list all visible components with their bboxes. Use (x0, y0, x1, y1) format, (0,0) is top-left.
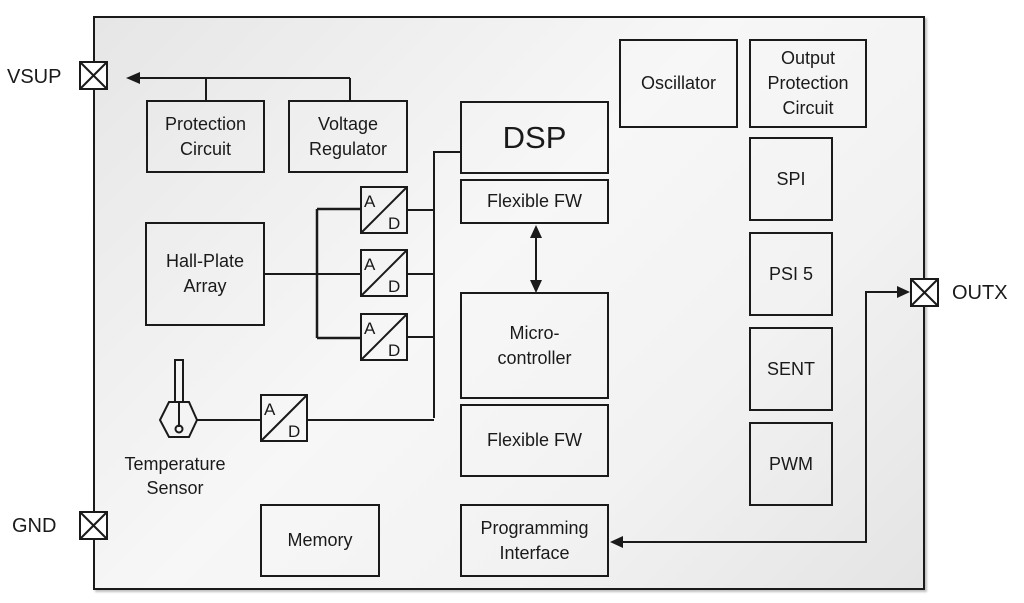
gnd-pin-label: GND (12, 515, 57, 537)
microcontroller-block: Micro- controller (460, 292, 609, 399)
output-protection-circuit-block: Output Protection Circuit (749, 39, 867, 128)
flexible-fw-bottom-block: Flexible FW (460, 404, 609, 477)
dsp-block: DSP (460, 101, 609, 174)
protection-circuit-block: Protection Circuit (146, 100, 265, 173)
vsup-pin-label: VSUP (7, 66, 62, 88)
oscillator-block: Oscillator (619, 39, 738, 128)
outx-pin-label: OUTX (952, 282, 1008, 304)
psi5-block: PSI 5 (749, 232, 833, 316)
spi-block: SPI (749, 137, 833, 221)
hall-plate-array-block: Hall-Plate Array (145, 222, 265, 326)
pwm-block: PWM (749, 422, 833, 506)
flexible-fw-top-block: Flexible FW (460, 179, 609, 224)
memory-block: Memory (260, 504, 380, 577)
temperature-sensor-label: Temperature Sensor (124, 454, 226, 498)
voltage-regulator-block: Voltage Regulator (288, 100, 408, 173)
programming-interface-block: Programming Interface (460, 504, 609, 577)
sent-block: SENT (749, 327, 833, 411)
